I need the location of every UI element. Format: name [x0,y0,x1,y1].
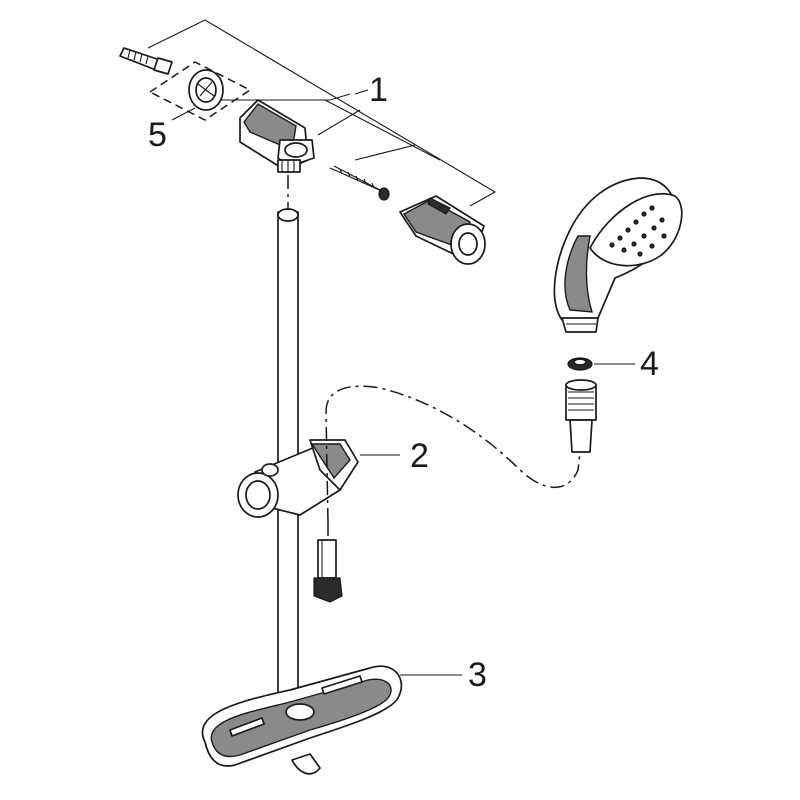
callout-2: 2 [410,437,429,475]
callout-leaders [171,89,635,676]
shower-rail [277,175,299,713]
slider-holder-part-2 [237,439,359,518]
mounting-screw [329,165,390,201]
hand-shower [553,177,683,333]
rail-end-cap [399,195,486,265]
hose-connector-fitting [313,522,343,603]
upper-wall-bracket [239,99,315,173]
callout-5: 5 [148,116,167,154]
callout-3: 3 [468,656,487,694]
wall-dowel [119,47,173,75]
hose-nut [565,379,597,453]
callout-4: 4 [640,345,659,383]
part-1-group-bracket [147,19,497,207]
shower-hose-path [325,385,581,523]
washer-part-4 [567,357,593,371]
spacer-ring-part-5 [149,61,252,121]
soap-dish-part-3 [201,665,403,775]
spray-nozzles [609,205,667,257]
callout-1: 1 [369,71,388,109]
